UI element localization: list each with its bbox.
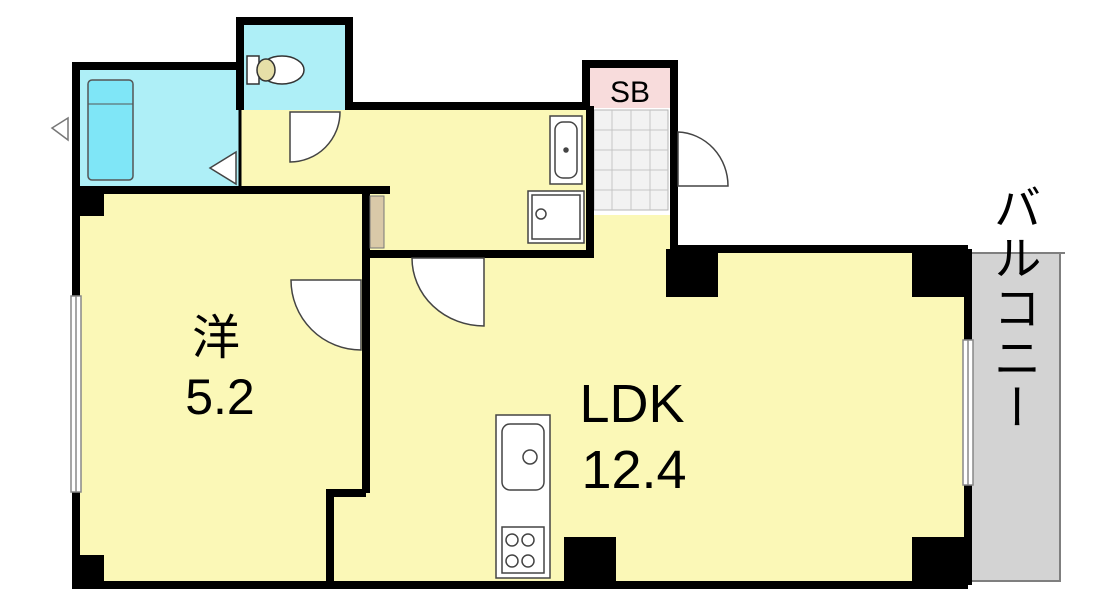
sb-area xyxy=(586,68,674,108)
ldk-label: LDK xyxy=(579,374,684,434)
storage-label: SB xyxy=(610,76,650,109)
entrance-tile xyxy=(593,109,669,211)
kitchen-counter xyxy=(495,414,551,579)
structural-columns xyxy=(72,186,968,585)
bathtub xyxy=(87,79,134,181)
toilet-fixture xyxy=(246,55,305,85)
ldk-size: 12.4 xyxy=(581,440,686,500)
door-ldk xyxy=(411,257,485,327)
washbasin xyxy=(549,115,583,185)
closet-partition xyxy=(369,195,385,249)
western-room-label: 洋 xyxy=(192,312,240,365)
door-bath xyxy=(208,150,237,186)
washing-machine xyxy=(527,190,585,244)
balcony-label: バルコニー xyxy=(986,183,1039,433)
window-bath xyxy=(50,116,69,142)
window-right xyxy=(962,339,974,486)
balcony-area xyxy=(963,252,1061,582)
window-left xyxy=(70,295,82,493)
walls xyxy=(72,17,972,589)
ldk-floor xyxy=(326,215,964,581)
door-western xyxy=(290,279,362,351)
door-toilet xyxy=(289,111,341,163)
door-entrance xyxy=(677,131,729,187)
western-room-size: 5.2 xyxy=(185,369,255,425)
